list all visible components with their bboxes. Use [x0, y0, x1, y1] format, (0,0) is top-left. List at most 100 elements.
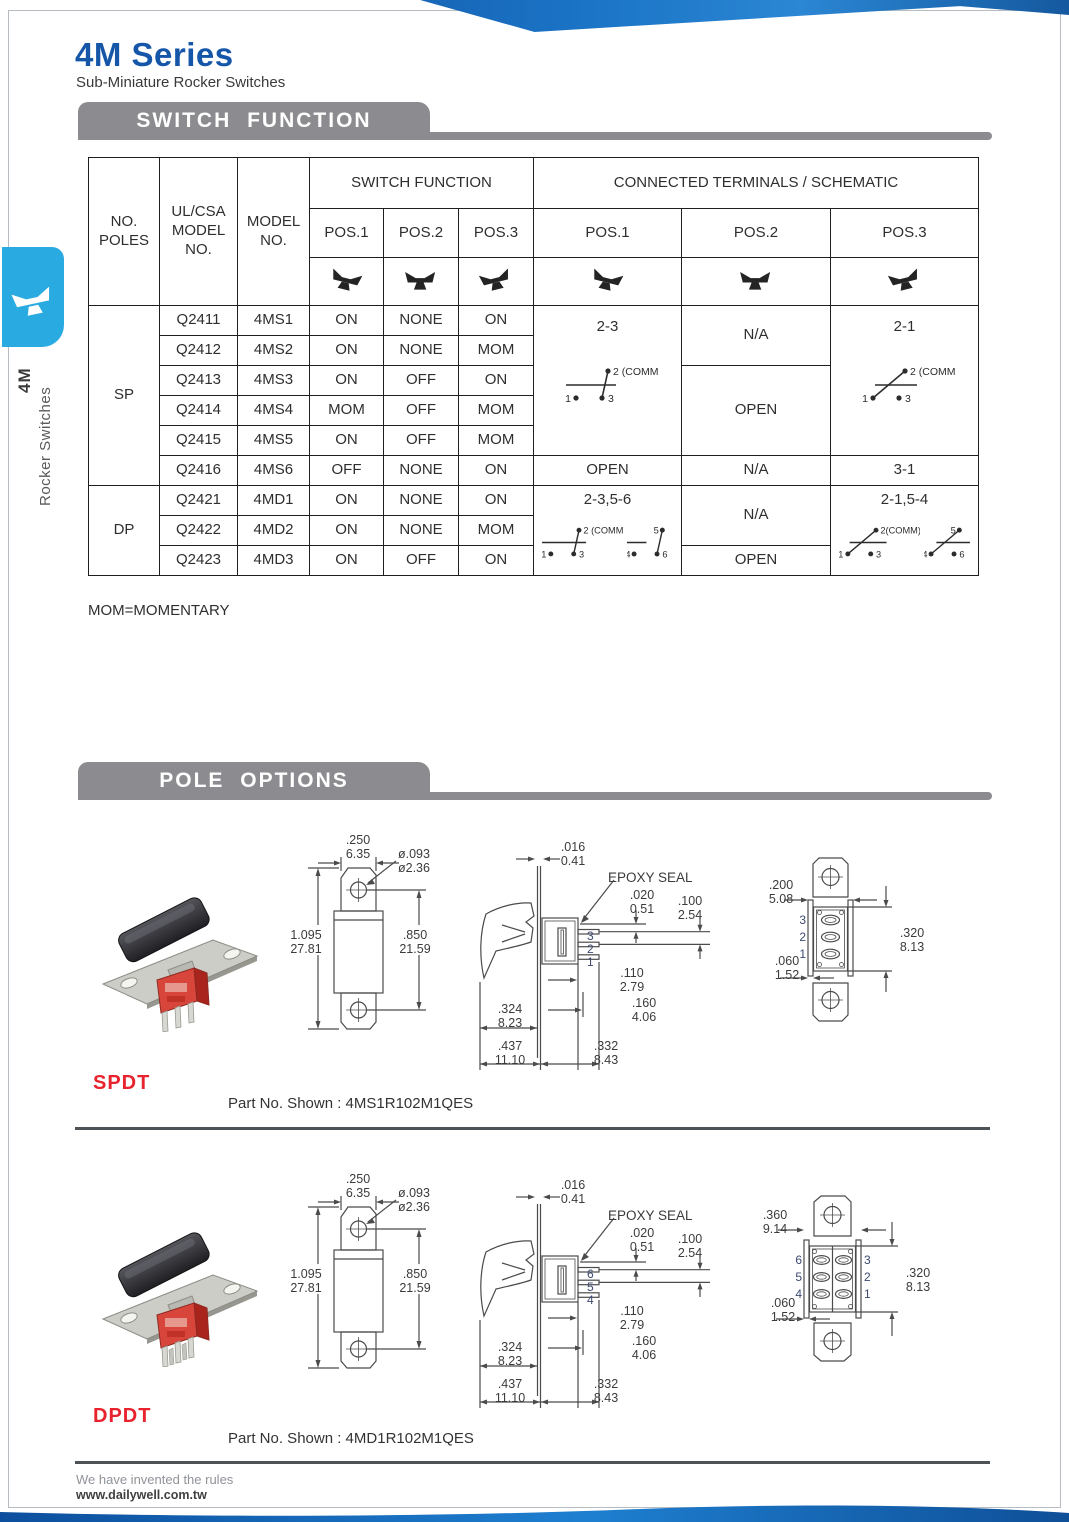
epoxy-seal-label: EPOXY SEAL	[608, 1208, 693, 1223]
terminal-3: 3	[905, 393, 911, 405]
schematic-pair: 1 3 2(COMM) 4 6 5	[831, 522, 978, 563]
rocker-pos3-icon	[478, 268, 508, 291]
cell-pos2: OFF	[383, 545, 459, 576]
terminal-1: 1	[541, 549, 546, 559]
schematic-5-4: 4 6 5	[924, 526, 970, 560]
cell-term-row6-pos2: N/A	[681, 455, 831, 486]
cell-pos3: MOM	[458, 395, 534, 426]
terminal-1: 1	[565, 393, 571, 405]
page-subtitle: Sub-Miniature Rocker Switches	[76, 74, 286, 91]
footer-tagline: We have invented the rules	[76, 1472, 234, 1487]
terminal-number: 5	[795, 1270, 802, 1284]
col-header-poles: NO. POLES	[88, 157, 160, 306]
banner-bar	[78, 132, 992, 140]
cell-model: 4MS2	[237, 335, 310, 366]
cell-term-sp-pos1: 2-3 1 3 2 (COMM)	[533, 305, 682, 456]
cell-icon-term-pos3	[830, 257, 979, 306]
cell-icon-term-pos1	[533, 257, 682, 306]
terminal-3: 3	[876, 549, 881, 559]
section-divider	[75, 1127, 990, 1130]
terminal-number: 3	[864, 1253, 871, 1267]
rocker-pos2-icon	[405, 271, 436, 290]
rocker-pos1-icon	[593, 268, 623, 291]
terminal-4: 4	[627, 550, 631, 560]
col-header-term-pos1: POS.1	[533, 208, 682, 258]
cell-pos3: MOM	[458, 425, 534, 456]
cell-pos1: ON	[309, 365, 384, 396]
rocker-pos1-icon	[332, 268, 362, 291]
cell-icon-term-pos2	[681, 257, 831, 306]
terminal-number: 6	[795, 1253, 802, 1267]
schematic-2-1: 1 3 2 (COMM)	[862, 366, 955, 405]
terminal-label: 2-3	[596, 318, 619, 335]
banner-tab: POLE OPTIONS	[78, 762, 430, 800]
group-header-terminals: CONNECTED TERMINALS / SCHEMATIC	[533, 157, 979, 209]
terminal-4: 4	[924, 550, 928, 560]
col-header-ulcsa: UL/CSA MODEL NO.	[159, 157, 238, 306]
footer-url: www.dailywell.com.tw	[76, 1488, 207, 1502]
cell-pos2: NONE	[383, 485, 459, 516]
cell-pos1: ON	[309, 545, 384, 576]
function-row: Q2423 4MD3 ON OFF ON OPEN	[89, 545, 979, 576]
cell-pos3: ON	[458, 545, 534, 576]
function-row: Q2422 4MD2 ON NONE MOM	[89, 515, 979, 546]
terminal-1: 1	[838, 549, 843, 559]
terminal-2-comm: 2(COMM)	[880, 526, 920, 536]
terminal-6: 6	[959, 550, 964, 560]
schematic-5-6: 4 6 5	[627, 526, 667, 560]
cell-ul: Q2415	[159, 425, 238, 456]
terminal-5: 5	[654, 526, 659, 536]
cell-pos3: ON	[458, 485, 534, 516]
bottom-blue-wave	[0, 1505, 1069, 1522]
cell-model: 4MS5	[237, 425, 310, 456]
header-row-icons	[89, 257, 979, 306]
cell-pos1: MOM	[309, 395, 384, 426]
switch-function-banner: SWITCH FUNCTION	[78, 102, 992, 140]
cell-ul: Q2411	[159, 305, 238, 336]
cell-poles-sp: SP	[88, 305, 160, 486]
cell-pos3: ON	[458, 365, 534, 396]
banner-tab: SWITCH FUNCTION	[78, 102, 430, 140]
footer-divider	[75, 1461, 990, 1464]
epoxy-seal-label: EPOXY SEAL	[608, 870, 693, 885]
sidebar-series-code: 4M	[15, 367, 34, 393]
terminal-label: 2-1	[893, 318, 916, 335]
cell-pos2: NONE	[383, 515, 459, 546]
cell-pos1: ON	[309, 515, 384, 546]
col-header-pos2: POS.2	[383, 208, 459, 258]
cell-icon-pos3	[458, 257, 534, 306]
cell-model: 4MD2	[237, 515, 310, 546]
cell-pos3: ON	[458, 455, 534, 486]
terminal-1: 1	[862, 393, 868, 405]
pole-options-banner: POLE OPTIONS	[78, 762, 992, 800]
page-title: 4M Series	[75, 36, 234, 73]
function-row: Q2414 4MS4 MOM OFF MOM	[89, 395, 979, 426]
cell-ul: Q2421	[159, 485, 238, 516]
cell-ul: Q2413	[159, 365, 238, 396]
cell-pos2: NONE	[383, 305, 459, 336]
function-row: Q2413 4MS3 ON OFF ON OPEN	[89, 365, 979, 456]
cell-term-row6-pos1: OPEN	[533, 455, 682, 486]
function-row: Q2412 4MS2 ON NONE MOM	[89, 335, 979, 366]
cell-icon-pos2	[383, 257, 459, 306]
